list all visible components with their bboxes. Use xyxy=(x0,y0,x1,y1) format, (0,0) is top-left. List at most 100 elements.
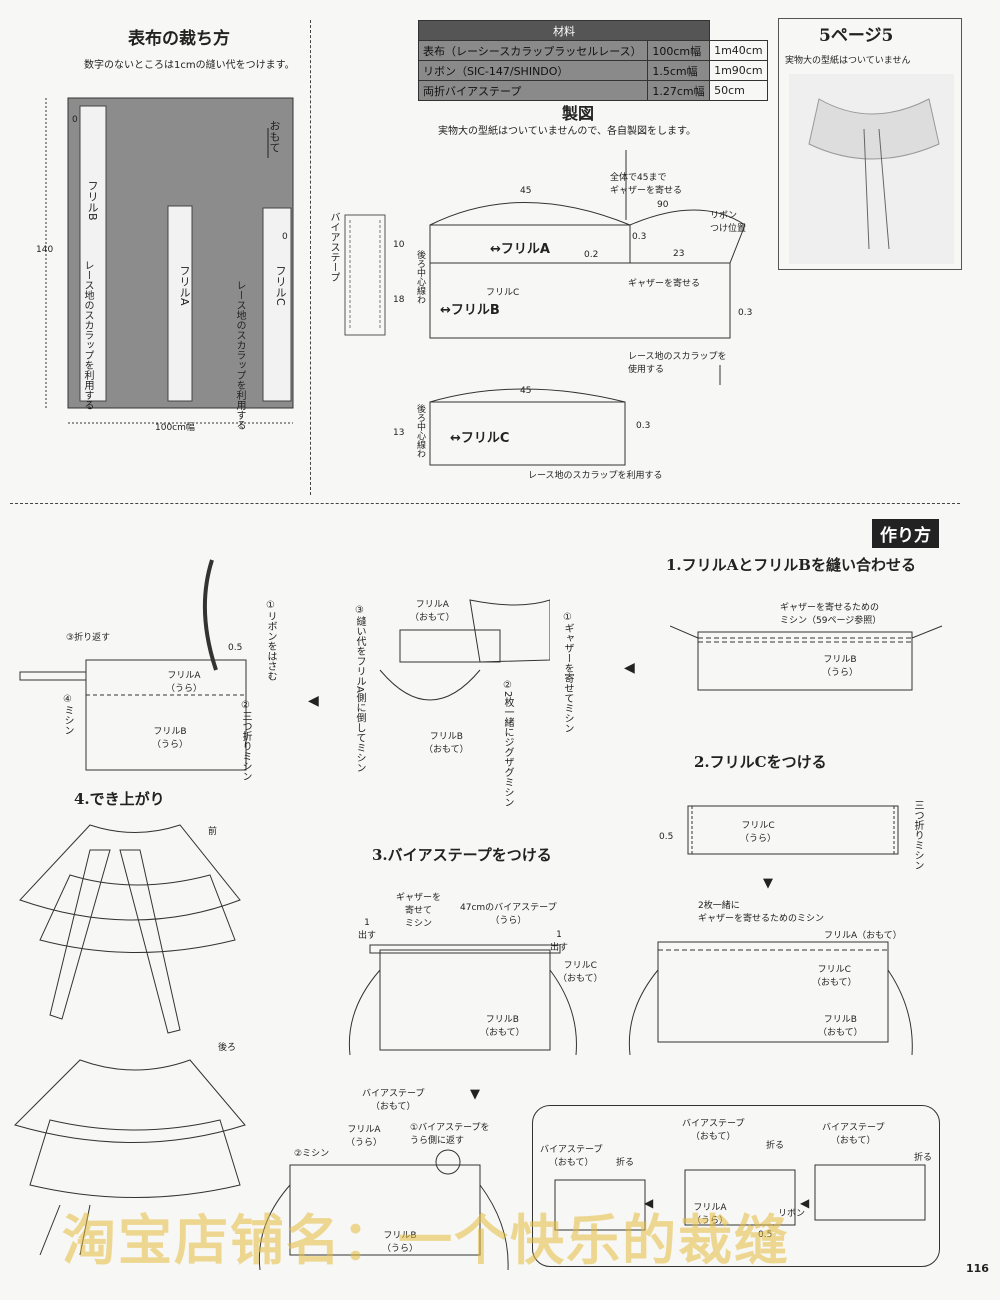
pattern-lace-scallop: レース地のスカラップを 使用する xyxy=(628,352,727,375)
step2-title: 2.フリルCをつける xyxy=(694,753,827,771)
step3a-tape: 47cmのバイアステープ （うら） xyxy=(460,903,557,926)
material-qty: 1m90cm xyxy=(709,60,768,81)
horizontal-divider xyxy=(10,503,960,504)
step1c-triple: ②三つ折りミシン xyxy=(240,700,251,781)
step2a-triple: 三つ折りミシン xyxy=(912,800,923,870)
cutting-height: 140 xyxy=(36,245,54,255)
pattern-bias-tape: バイアステープ xyxy=(328,212,339,282)
page5-title: 5ページ5 xyxy=(819,26,894,46)
step1-title: 1.フリルAとフリルBを縫い合わせる xyxy=(666,556,916,574)
cutting-zero-2: 0 xyxy=(282,232,288,242)
step4-diagram xyxy=(14,824,246,1255)
step3a-gather: ギャザーを 寄せて ミシン xyxy=(396,893,442,929)
material-name: 表布（レーシースカラップラッセルレース） xyxy=(417,40,649,61)
detail-tape-1: バイアステープ （おもて） xyxy=(540,1145,603,1168)
step1-frill: フリルB （うら） xyxy=(822,655,859,678)
detail-fold-2: 折る xyxy=(766,1141,785,1151)
step2a-diagram xyxy=(687,805,899,855)
step3b-frill-b: フリルB （うら） xyxy=(382,1231,419,1254)
step4-front: 前 xyxy=(208,827,218,837)
cutting-note: 数字のないところは1cmの縫い代をつけます。 xyxy=(84,60,295,71)
step3a-out-left: 1 出す xyxy=(358,918,377,941)
pattern-03b: 0.3 xyxy=(738,308,753,318)
pattern-lace-scallop-c: レース地のスカラップを利用する xyxy=(528,471,663,481)
arrow-left-icon: ◀ xyxy=(624,660,635,676)
material-spec: 1.5cm幅 xyxy=(647,60,711,81)
pattern-02: 0.2 xyxy=(584,250,599,260)
pattern-45a: 45 xyxy=(520,186,532,196)
arrow-down-icon: ▼ xyxy=(470,1087,480,1102)
step3b-diagram xyxy=(258,1149,509,1270)
step1c-diagram xyxy=(19,559,247,771)
step2b-sew: 2枚一緒に ギャザーを寄せるためのミシン xyxy=(698,901,825,924)
step2a-frill-c: フリルC （うら） xyxy=(740,821,777,844)
pattern-03c: 0.3 xyxy=(636,421,651,431)
page5-note: 実物大の型紙はついていません xyxy=(785,56,911,66)
step2b-frill-b: フリルB （おもて） xyxy=(818,1015,863,1038)
table-row: 表布（レーシースカラップラッセルレース） 100cm幅 1m40cm xyxy=(417,40,768,61)
vertical-divider xyxy=(310,20,311,495)
materials-header: 材料 xyxy=(417,20,711,41)
detail-05: 0.5 xyxy=(758,1230,773,1240)
cutting-frill-c: フリルC xyxy=(274,265,287,306)
detail-frill-a: フリルA （うら） xyxy=(692,1203,729,1226)
material-spec: 1.27cm幅 xyxy=(647,80,711,101)
pattern-90: 90 xyxy=(657,200,669,210)
material-name: リボン（SIC-147/SHINDO） xyxy=(417,60,649,81)
step2a-05: 0.5 xyxy=(659,832,674,842)
step1c-frill-b: フリルB （うら） xyxy=(152,727,189,750)
step3b-fold-back: ①バイアステープを うら側に返す xyxy=(410,1123,490,1146)
cutting-omote: おもて xyxy=(268,120,281,153)
detail-box xyxy=(532,1105,940,1267)
cutting-lace-b: レース地のスカラップを利用する xyxy=(82,260,93,410)
step3-title: 3.バイアステープをつける xyxy=(372,846,552,864)
step3a-frill-b: フリルB （おもて） xyxy=(480,1015,525,1038)
pattern-back-center-ab: 後ろ中心線わ xyxy=(415,250,425,304)
cutting-width: 100cm幅 xyxy=(155,423,195,433)
table-row: 両折バイアステープ 1.27cm幅 50cm xyxy=(417,80,768,101)
pattern-back-center-c: 後ろ中心線わ xyxy=(415,404,425,458)
detail-fold-3: 折る xyxy=(914,1153,933,1163)
arrow-left-icon: ◀ xyxy=(800,1196,810,1210)
howto-badge: 作り方 xyxy=(872,519,939,548)
cutting-frill-a: フリルA xyxy=(178,265,191,306)
pattern-diagram xyxy=(344,150,746,466)
step1c-ribbon: ①リボンをはさむ xyxy=(265,600,276,681)
pattern-frill-b: ↔フリルB xyxy=(440,303,500,318)
step3a-frill-c: フリルC （おもて） xyxy=(558,961,603,984)
step3b-sewing: ②ミシン xyxy=(294,1149,330,1159)
detail-tape-2: バイアステープ （おもて） xyxy=(682,1119,745,1142)
step1c-sewing: ④ミシン xyxy=(62,694,73,735)
cutting-title: 表布の裁ち方 xyxy=(128,29,230,49)
arrow-left-icon: ◀ xyxy=(308,693,319,709)
step2b-frill-c: フリルC （おもて） xyxy=(812,965,857,988)
step3a-diagram xyxy=(348,944,577,1056)
watermark: 淘宝店铺名：一个快乐的裁缝 xyxy=(62,1209,790,1272)
material-spec: 100cm幅 xyxy=(647,40,711,61)
pattern-23: 23 xyxy=(673,249,685,259)
step1b-gather: ①ギャザーを寄せてミシン xyxy=(562,612,573,733)
step3a-out-right: 1 出す xyxy=(550,930,569,953)
step1-diagram xyxy=(670,625,943,691)
material-qty: 1m40cm xyxy=(709,40,768,61)
step1b-diagram xyxy=(379,599,550,701)
detail-diagram xyxy=(554,1164,926,1231)
pattern-gather: ギャザーを寄せる xyxy=(628,279,701,289)
step1b-press: ③縫い代をフリルA側に倒してミシン xyxy=(354,605,365,773)
pattern-title: 製図 xyxy=(562,104,595,123)
page5-photo xyxy=(789,74,954,264)
pattern-10: 10 xyxy=(393,240,405,250)
pattern-note: 実物大の型紙はついていませんので、各自製図をします。 xyxy=(438,126,696,137)
step1-note: ギャザーを寄せるための ミシン（59ページ参照） xyxy=(780,603,882,626)
step3b-frill-a: フリルA （うら） xyxy=(346,1125,383,1148)
step1c-05: 0.5 xyxy=(228,643,243,653)
pattern-gather45: 全体で45まで ギャザーを寄せる xyxy=(610,173,683,196)
step2b-diagram xyxy=(628,941,913,1056)
cutting-lace-c: レース地のスカラップを利用する xyxy=(234,280,245,430)
step1b-zigzag: ②2枚一緒にジグザグミシン xyxy=(502,680,513,808)
pattern-ribbon-pos: リボン つけ位置 xyxy=(710,211,747,234)
pattern-13: 13 xyxy=(393,428,405,438)
step1c-frill-a: フリルA （うら） xyxy=(166,671,203,694)
detail-ribbon: リボン xyxy=(778,1209,806,1219)
materials-table: 材料 表布（レーシースカラップラッセルレース） 100cm幅 1m40cm リボ… xyxy=(417,20,768,101)
